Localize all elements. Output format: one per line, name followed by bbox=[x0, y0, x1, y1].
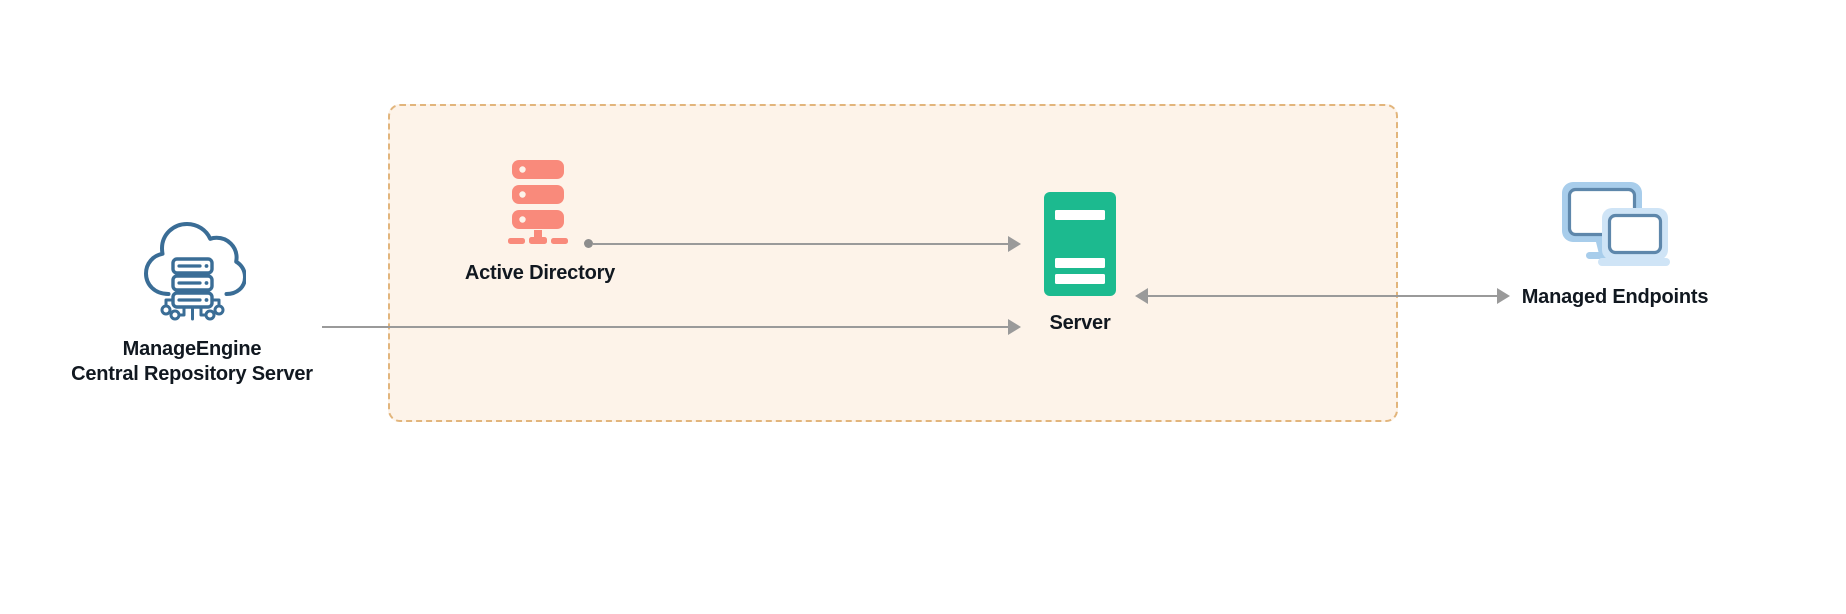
node-label-managed-endpoints: Managed Endpoints bbox=[1521, 286, 1709, 308]
cloud-server-icon bbox=[138, 222, 247, 327]
arrow-head-left-icon bbox=[1135, 288, 1148, 304]
node-label-server: Server bbox=[1049, 312, 1111, 334]
node-label-central-repository-server: ManageEngine Central Repository Server bbox=[71, 338, 313, 385]
connector-server-to-managed-endpoints bbox=[1148, 295, 1503, 297]
monitor-laptop-icon bbox=[1560, 178, 1670, 275]
server-rack-icon bbox=[1044, 192, 1116, 301]
arrow-head-right-icon bbox=[1008, 236, 1021, 252]
connector-start-dot-active-directory bbox=[584, 239, 593, 248]
node-managed-endpoints: Managed Endpoints bbox=[1490, 178, 1740, 310]
connector-active-directory-to-server bbox=[593, 243, 1011, 245]
node-central-repository-server: ManageEngine Central Repository Server bbox=[42, 222, 342, 387]
database-stack-icon bbox=[508, 160, 572, 251]
arrow-head-right-icon bbox=[1497, 288, 1510, 304]
node-active-directory: Active Directory bbox=[440, 160, 640, 286]
node-label-active-directory: Active Directory bbox=[464, 262, 616, 284]
node-server: Server bbox=[1000, 192, 1160, 336]
connector-central-repository-to-server bbox=[322, 326, 1012, 328]
customer-network-zone bbox=[388, 104, 1398, 422]
arrow-head-right-icon bbox=[1008, 319, 1021, 335]
